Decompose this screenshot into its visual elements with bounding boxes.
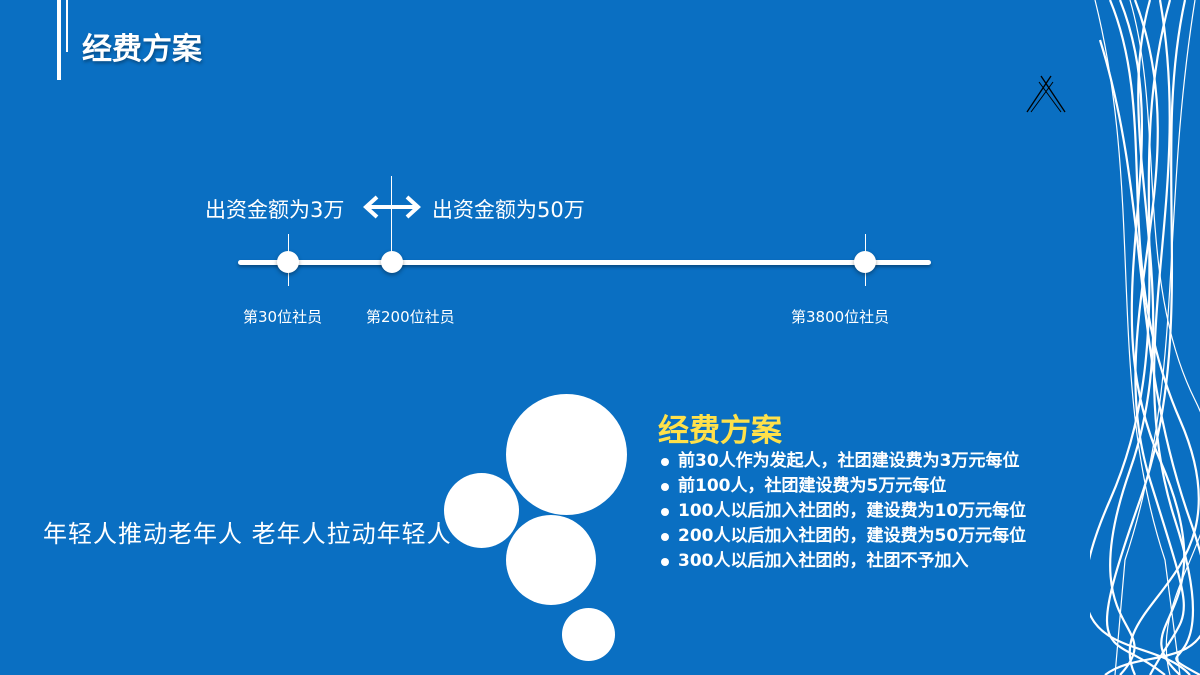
decorative-circle <box>444 473 519 548</box>
plan-item-text: 前100人，社团建设费为5万元每位 <box>678 476 947 496</box>
bullet-icon <box>661 482 669 491</box>
decorative-swirl-lines <box>1090 0 1200 675</box>
plan-item-text: 前30人作为发起人，社团建设费为3万元每位 <box>678 451 1020 471</box>
milestone-label: 第3800位社员 <box>791 308 890 326</box>
crossed-lines-icon <box>1026 75 1066 113</box>
list-item: 100人以后加入社团的，建设费为10万元每位 <box>658 499 1026 524</box>
list-item: 前30人作为发起人，社团建设费为3万元每位 <box>658 449 1026 474</box>
phase-right-label: 出资金额为50万 <box>432 198 585 222</box>
decorative-circle <box>506 515 596 605</box>
list-item: 前100人，社团建设费为5万元每位 <box>658 474 1026 499</box>
phase-left-label: 出资金额为3万 <box>205 198 345 222</box>
plan-list: 前30人作为发起人，社团建设费为3万元每位 前100人，社团建设费为5万元每位 … <box>658 449 1026 574</box>
timeline-node <box>381 251 403 273</box>
bullet-icon <box>661 557 669 566</box>
plan-item-text: 200人以后加入社团的，建设费为50万元每位 <box>678 526 1027 546</box>
timeline-node <box>854 251 876 273</box>
header-accent-bar <box>57 0 61 80</box>
header-accent-bar-thin <box>66 0 68 52</box>
milestone-label: 第30位社员 <box>243 308 323 326</box>
decorative-circle <box>562 608 615 661</box>
page-title: 经费方案 <box>82 32 202 67</box>
plan-heading: 经费方案 <box>658 413 782 449</box>
double-arrow-icon <box>363 195 421 219</box>
timeline-node <box>277 251 299 273</box>
bullet-icon <box>661 457 669 466</box>
list-item: 300人以后加入社团的，社团不予加入 <box>658 549 1026 574</box>
plan-item-text: 300人以后加入社团的，社团不予加入 <box>678 551 969 571</box>
bullet-icon <box>661 507 669 516</box>
bullet-icon <box>661 532 669 541</box>
timeline-line <box>238 260 931 265</box>
list-item: 200人以后加入社团的，建设费为50万元每位 <box>658 524 1026 549</box>
phase-divider <box>391 176 392 268</box>
slogan-text: 年轻人推动老年人 老年人拉动年轻人 <box>43 520 452 548</box>
milestone-label: 第200位社员 <box>366 308 455 326</box>
decorative-circle <box>506 394 627 515</box>
plan-item-text: 100人以后加入社团的，建设费为10万元每位 <box>678 501 1027 521</box>
